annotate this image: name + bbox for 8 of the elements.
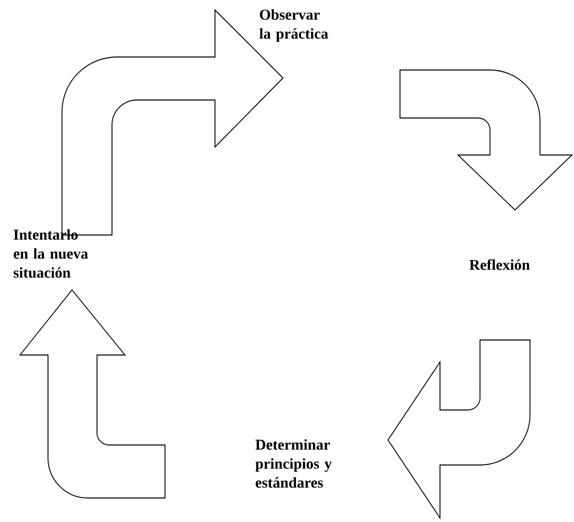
block-arrow xyxy=(400,70,572,210)
block-arrow xyxy=(20,290,166,498)
step-label: Observar la práctica xyxy=(260,9,328,42)
step-label: Intentarlo en la nueva situación xyxy=(14,229,88,278)
block-arrow xyxy=(62,10,284,236)
step-label: Determinar principios y estándares xyxy=(255,439,332,488)
block-arrow xyxy=(388,340,530,518)
step-label: Reflexión xyxy=(469,259,530,270)
